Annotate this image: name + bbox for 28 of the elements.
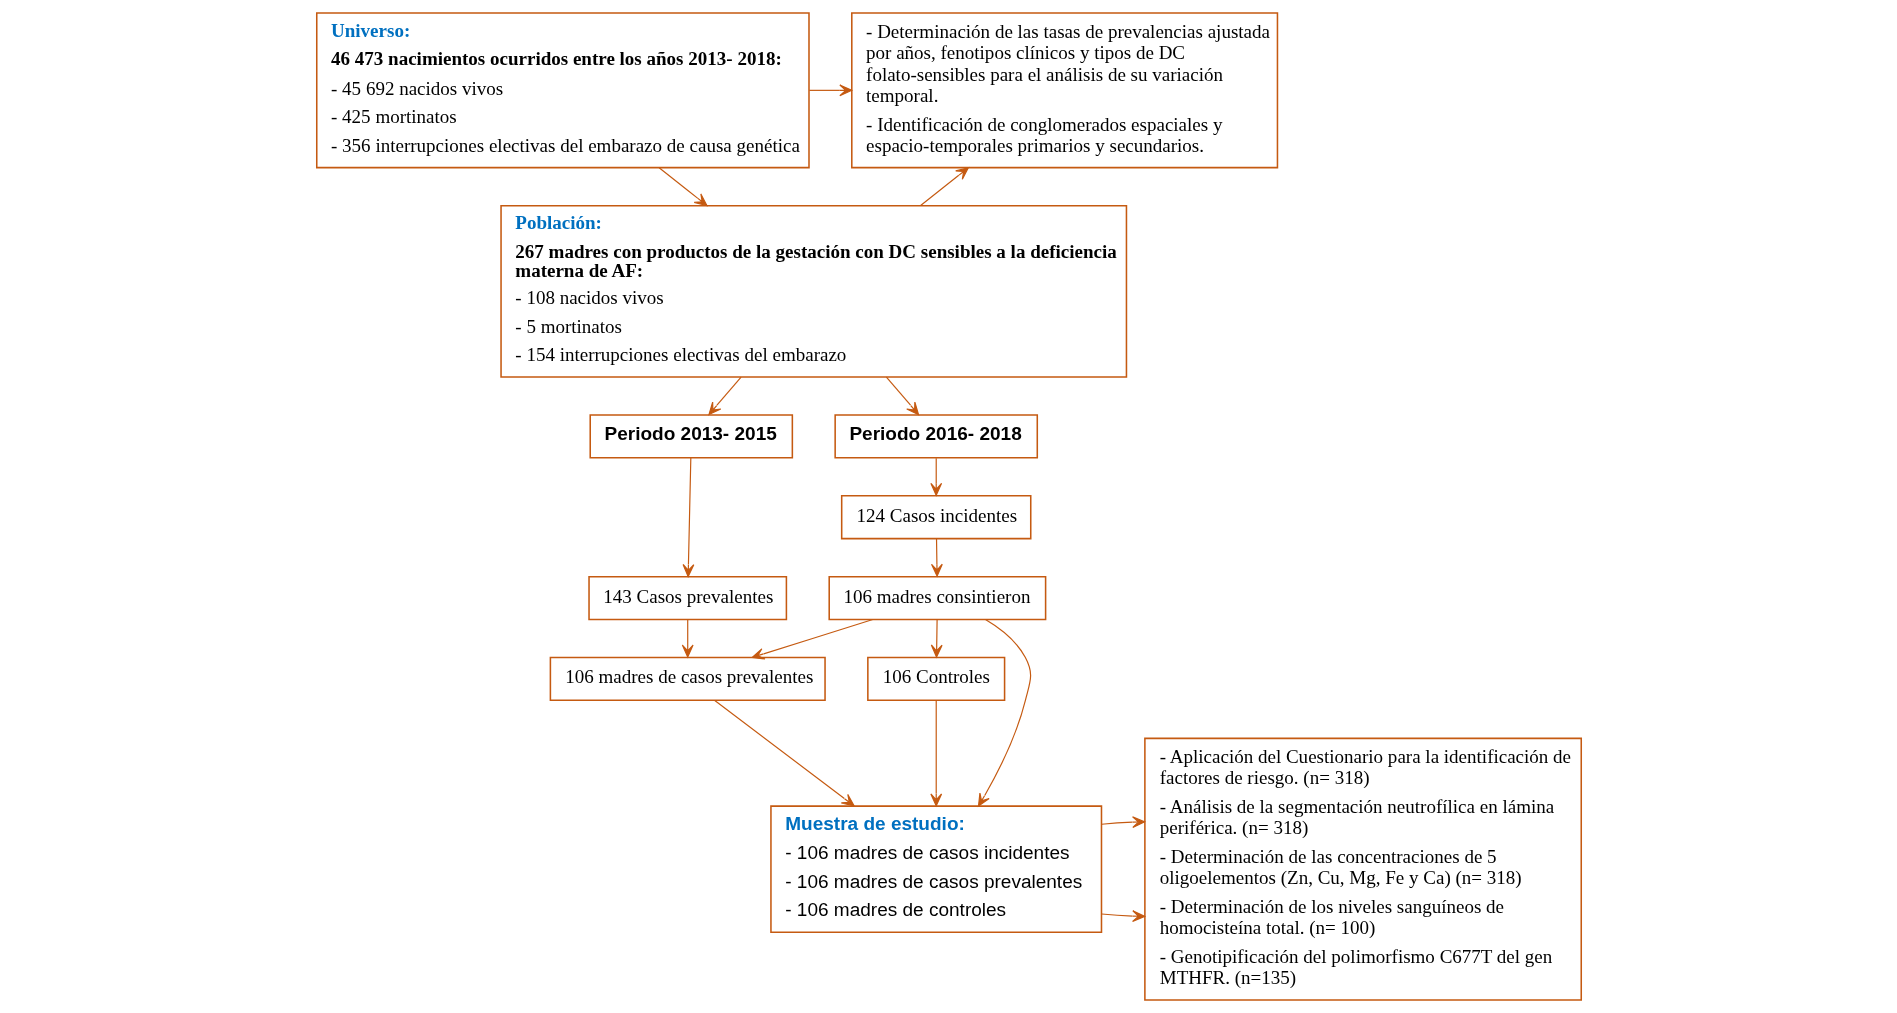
- arrow: [930, 538, 943, 577]
- arrow: [1100, 910, 1145, 923]
- arrow: [658, 167, 707, 207]
- arrow: [681, 619, 694, 658]
- arrow: [930, 619, 943, 658]
- node-box: - Determinación de las tasas de prevalencias ajustada por años, fenotipos clínicos y tipos de DC folato-sensibles para el análisis de su variación temporal. - Identificación de conglomerados espaciales y espacio-temporales primarios y secundarios.: [850, 12, 1278, 169]
- node-box: Periodo 2016- 2018: [833, 414, 1038, 459]
- arrow: [808, 84, 852, 97]
- arrow: [929, 457, 942, 496]
- arrow: [751, 618, 873, 660]
- node-box: 124 Casos incidentes: [840, 495, 1031, 540]
- arrow: [977, 618, 1031, 807]
- arrow: [885, 376, 919, 416]
- node-box: Muestra de estudio: - 106 madres de casos incidentes - 106 madres de casos prevalentes - 106 madres de controles: [769, 805, 1102, 933]
- node-box: Población: 267 madres con productos de la gestación con DC sensibles a la deficiencia materna de AF: - 108 nacidos vivos - 5 mortinatos - 154 interrupciones electivas del embarazo: [499, 204, 1127, 378]
- node-box: 106 madres consintieron: [827, 575, 1046, 621]
- node-box: 106 Controles: [866, 656, 1005, 702]
- node-box: Universo: 46 473 nacimientos ocurridos entre los años 2013- 2018: - 45 692 nacidos vivos - 425 mortinatos - 356 interrupciones electivas del embarazo de causa genética: [315, 12, 810, 169]
- arrow: [707, 376, 742, 416]
- arrow: [713, 699, 855, 807]
- arrow: [1100, 816, 1145, 829]
- node-box: 106 madres de casos prevalentes: [549, 656, 826, 702]
- node-box: Periodo 2013- 2015: [588, 414, 793, 459]
- arrow: [682, 457, 694, 578]
- arrow: [929, 699, 942, 807]
- node-box: 143 Casos prevalentes: [587, 575, 787, 621]
- node-box: - Aplicación del Cuestionario para la identificación de factores de riesgo. (n= 318) - Análisis de la segmentación neutrofílica en lámina periférica. (n= 318) - Determinación de las concentraciones de 5 oligoelementos (Zn, Cu, Mg, Fe y Ca) (n= 318) - Determinación de los niveles sanguíneos de homocisteína total. (n= 100) - Genotipificación del polimorfismo C677T del gen MTHFR. (n=135): [1143, 737, 1582, 1001]
- arrow: [919, 167, 969, 207]
